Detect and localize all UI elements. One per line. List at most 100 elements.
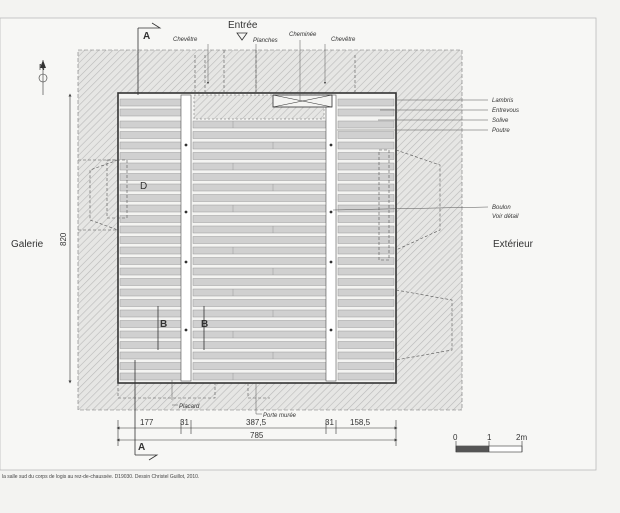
- board: [337, 131, 395, 139]
- board: [337, 215, 395, 223]
- bolts: [184, 143, 333, 332]
- board: [337, 320, 395, 328]
- label-chevetre-left: Chevêtre: [173, 37, 198, 43]
- board: [192, 173, 327, 181]
- board: [119, 288, 182, 297]
- board: [337, 267, 395, 276]
- scale-bar: 0 1 2m: [453, 433, 527, 453]
- label-solive: Solive: [492, 118, 509, 124]
- board: [192, 299, 327, 307]
- label-porte-muree: Porte murée: [263, 413, 297, 419]
- board: [119, 341, 182, 349]
- dim-seg-5: 158,5: [350, 418, 371, 427]
- label-galerie: Galerie: [11, 239, 44, 250]
- scale-tick-0: 0: [453, 433, 458, 442]
- section-b-right: B: [201, 319, 208, 330]
- board: [119, 278, 182, 286]
- beam-right: [325, 94, 337, 382]
- board: [119, 320, 182, 328]
- dim-seg-4: 31: [325, 418, 334, 427]
- board: [119, 236, 182, 244]
- board: [192, 341, 327, 349]
- label-placard: Placard: [179, 404, 200, 410]
- dim-total: 785: [250, 431, 264, 440]
- board: [337, 141, 395, 150]
- board: [337, 309, 395, 318]
- figure-caption: la salle sud du corps de logis au rez-de…: [2, 474, 199, 480]
- board: [337, 246, 395, 255]
- label-poutre: Poutre: [492, 128, 510, 134]
- board: [337, 288, 395, 297]
- bolt-dot: [329, 260, 333, 264]
- board: [192, 152, 327, 160]
- label-planches: Planches: [253, 38, 278, 44]
- board: [119, 351, 182, 360]
- label-entree: Entrée: [228, 20, 258, 31]
- board: [192, 225, 327, 234]
- board: [119, 131, 182, 139]
- board: [337, 278, 395, 286]
- bolt-dot: [329, 210, 333, 214]
- board: [192, 246, 327, 255]
- board: [119, 330, 182, 339]
- board: [192, 183, 327, 192]
- board: [192, 362, 327, 370]
- section-a-top: A: [143, 31, 150, 42]
- board: [337, 351, 395, 360]
- scale-tick-1: 1: [487, 433, 492, 442]
- board: [119, 152, 182, 160]
- label-exterieur: Extérieur: [493, 239, 534, 250]
- north-label: N: [39, 63, 45, 72]
- north-arrow: N: [38, 60, 48, 95]
- label-boulon: Boulon: [492, 205, 511, 211]
- dim-seg-3: 387,5: [246, 418, 267, 427]
- board: [337, 120, 395, 129]
- board: [192, 204, 327, 213]
- dim-height: 820: [59, 232, 68, 246]
- board: [192, 162, 327, 171]
- board: [192, 278, 327, 286]
- board: [192, 141, 327, 150]
- board: [337, 299, 395, 307]
- board: [192, 194, 327, 202]
- label-entrevous: Entrevous: [492, 108, 519, 114]
- section-a-bottom: A: [138, 442, 145, 453]
- board: [119, 372, 182, 381]
- board: [337, 372, 395, 381]
- board: [119, 194, 182, 202]
- board: [337, 204, 395, 213]
- board: [192, 372, 327, 381]
- board: [192, 288, 327, 297]
- beam-left: [180, 94, 192, 382]
- board: [192, 309, 327, 318]
- entrance-arrow-icon: [236, 32, 248, 41]
- board: [192, 267, 327, 276]
- bolt-dot: [184, 143, 188, 147]
- chimney-area: [193, 94, 333, 120]
- bolt-dot: [184, 210, 188, 214]
- board: [119, 183, 182, 192]
- board: [119, 267, 182, 276]
- floor-boards: [119, 98, 395, 381]
- board: [119, 215, 182, 223]
- board: [119, 246, 182, 255]
- bolt-dot: [329, 328, 333, 332]
- board: [119, 173, 182, 181]
- board: [192, 236, 327, 244]
- board: [119, 141, 182, 150]
- board: [337, 362, 395, 370]
- board: [119, 257, 182, 265]
- label-cheminee: Cheminée: [289, 32, 317, 38]
- board: [119, 225, 182, 234]
- board: [337, 257, 395, 265]
- board: [337, 173, 395, 181]
- bolt-dot: [184, 260, 188, 264]
- board: [337, 162, 395, 171]
- board: [192, 330, 327, 339]
- bolt-dot: [184, 328, 188, 332]
- label-lambris: Lambris: [492, 98, 513, 104]
- board: [337, 341, 395, 349]
- board: [119, 162, 182, 171]
- board: [119, 362, 182, 370]
